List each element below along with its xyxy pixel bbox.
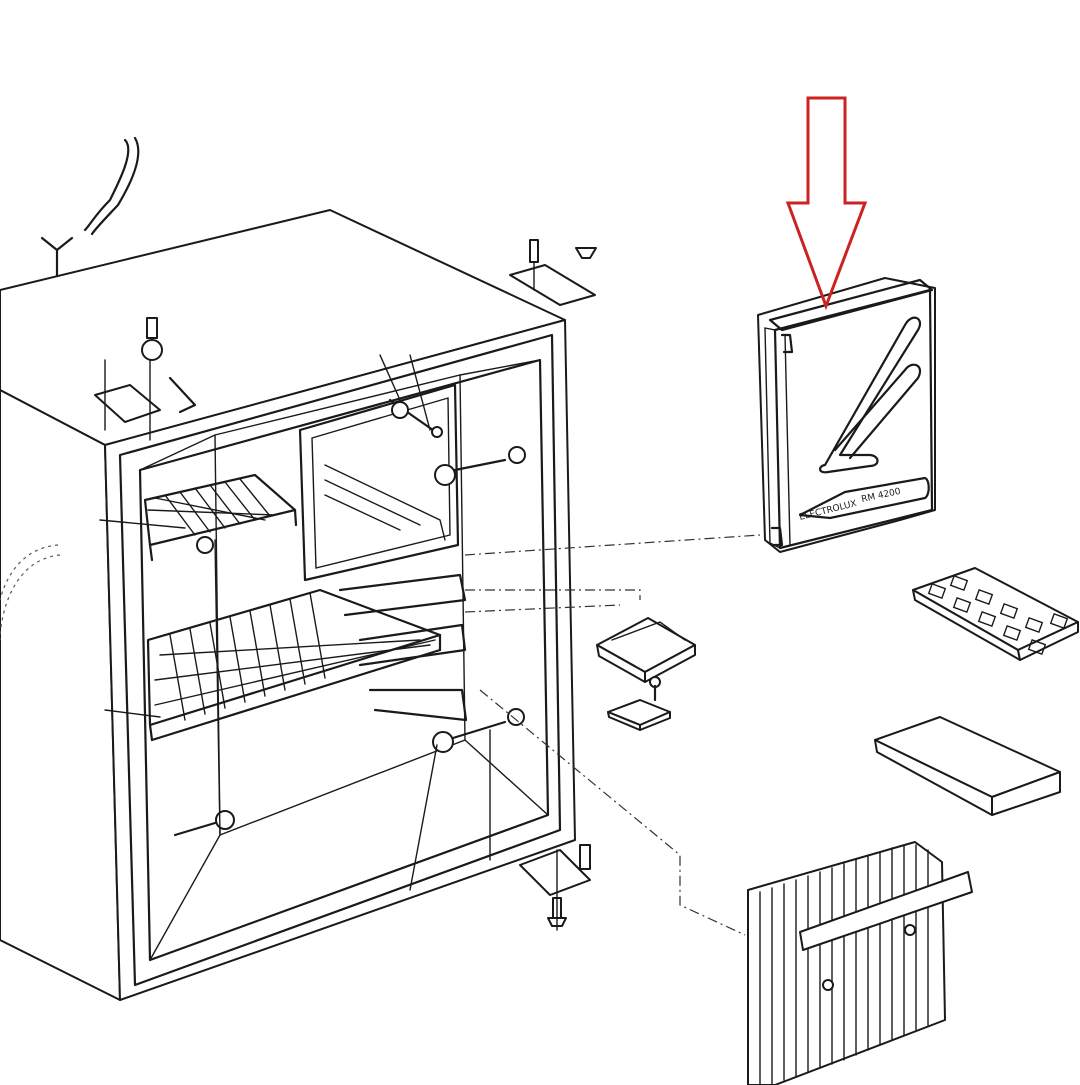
ice-cube-tray: [912, 567, 1079, 661]
drip-tray: [874, 716, 1061, 816]
top-right-hinge: [509, 239, 597, 306]
leader-lines: [99, 354, 761, 936]
bottom-hinge: [519, 844, 591, 931]
screws: [173, 398, 526, 837]
thermostat-housing: [596, 617, 696, 731]
highlight-arrow: [785, 96, 868, 311]
fridge-cabinet: [0, 209, 576, 1001]
red-arrow-icon: [785, 96, 868, 311]
shelf-rails: [338, 573, 468, 722]
lower-wire-shelf: [146, 588, 442, 742]
top-left-hinge: [94, 317, 197, 441]
condenser-fins: [747, 841, 973, 1085]
upper-wire-shelf: [143, 473, 298, 562]
drain-tube: [40, 136, 140, 277]
freezer-door-panel: ELECTROLUX RM 4200: [757, 277, 936, 553]
